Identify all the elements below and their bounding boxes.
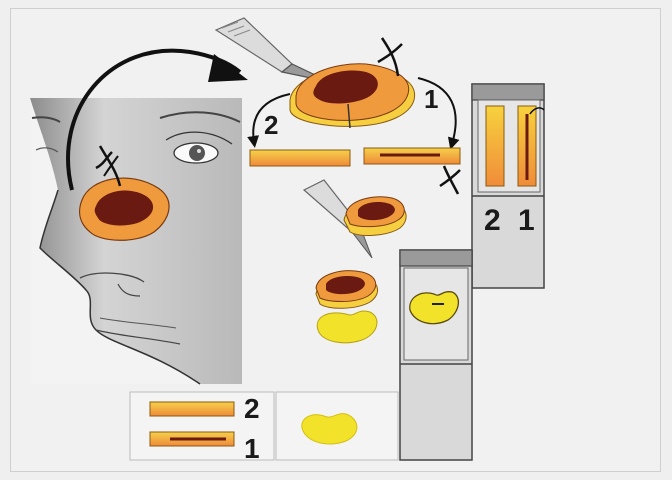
strip-2 <box>250 150 350 166</box>
label-2-cabinet: 2 <box>484 204 501 237</box>
label-2-top: 2 <box>264 110 278 140</box>
label-1-bottom: 1 <box>244 433 260 464</box>
label-2-bottom: 2 <box>244 393 260 424</box>
label-1-cabinet: 1 <box>518 204 535 237</box>
tissue-and-fat <box>316 271 378 343</box>
excised-tissue <box>290 38 415 128</box>
bottom-panels: 2 1 <box>130 392 398 464</box>
scalpel-icon-2 <box>304 180 406 258</box>
slide-cabinet-bottom <box>400 250 472 460</box>
label-1-top: 1 <box>424 84 438 114</box>
face-illustration <box>30 98 242 384</box>
slide-cabinet-top: 2 1 <box>472 84 544 288</box>
